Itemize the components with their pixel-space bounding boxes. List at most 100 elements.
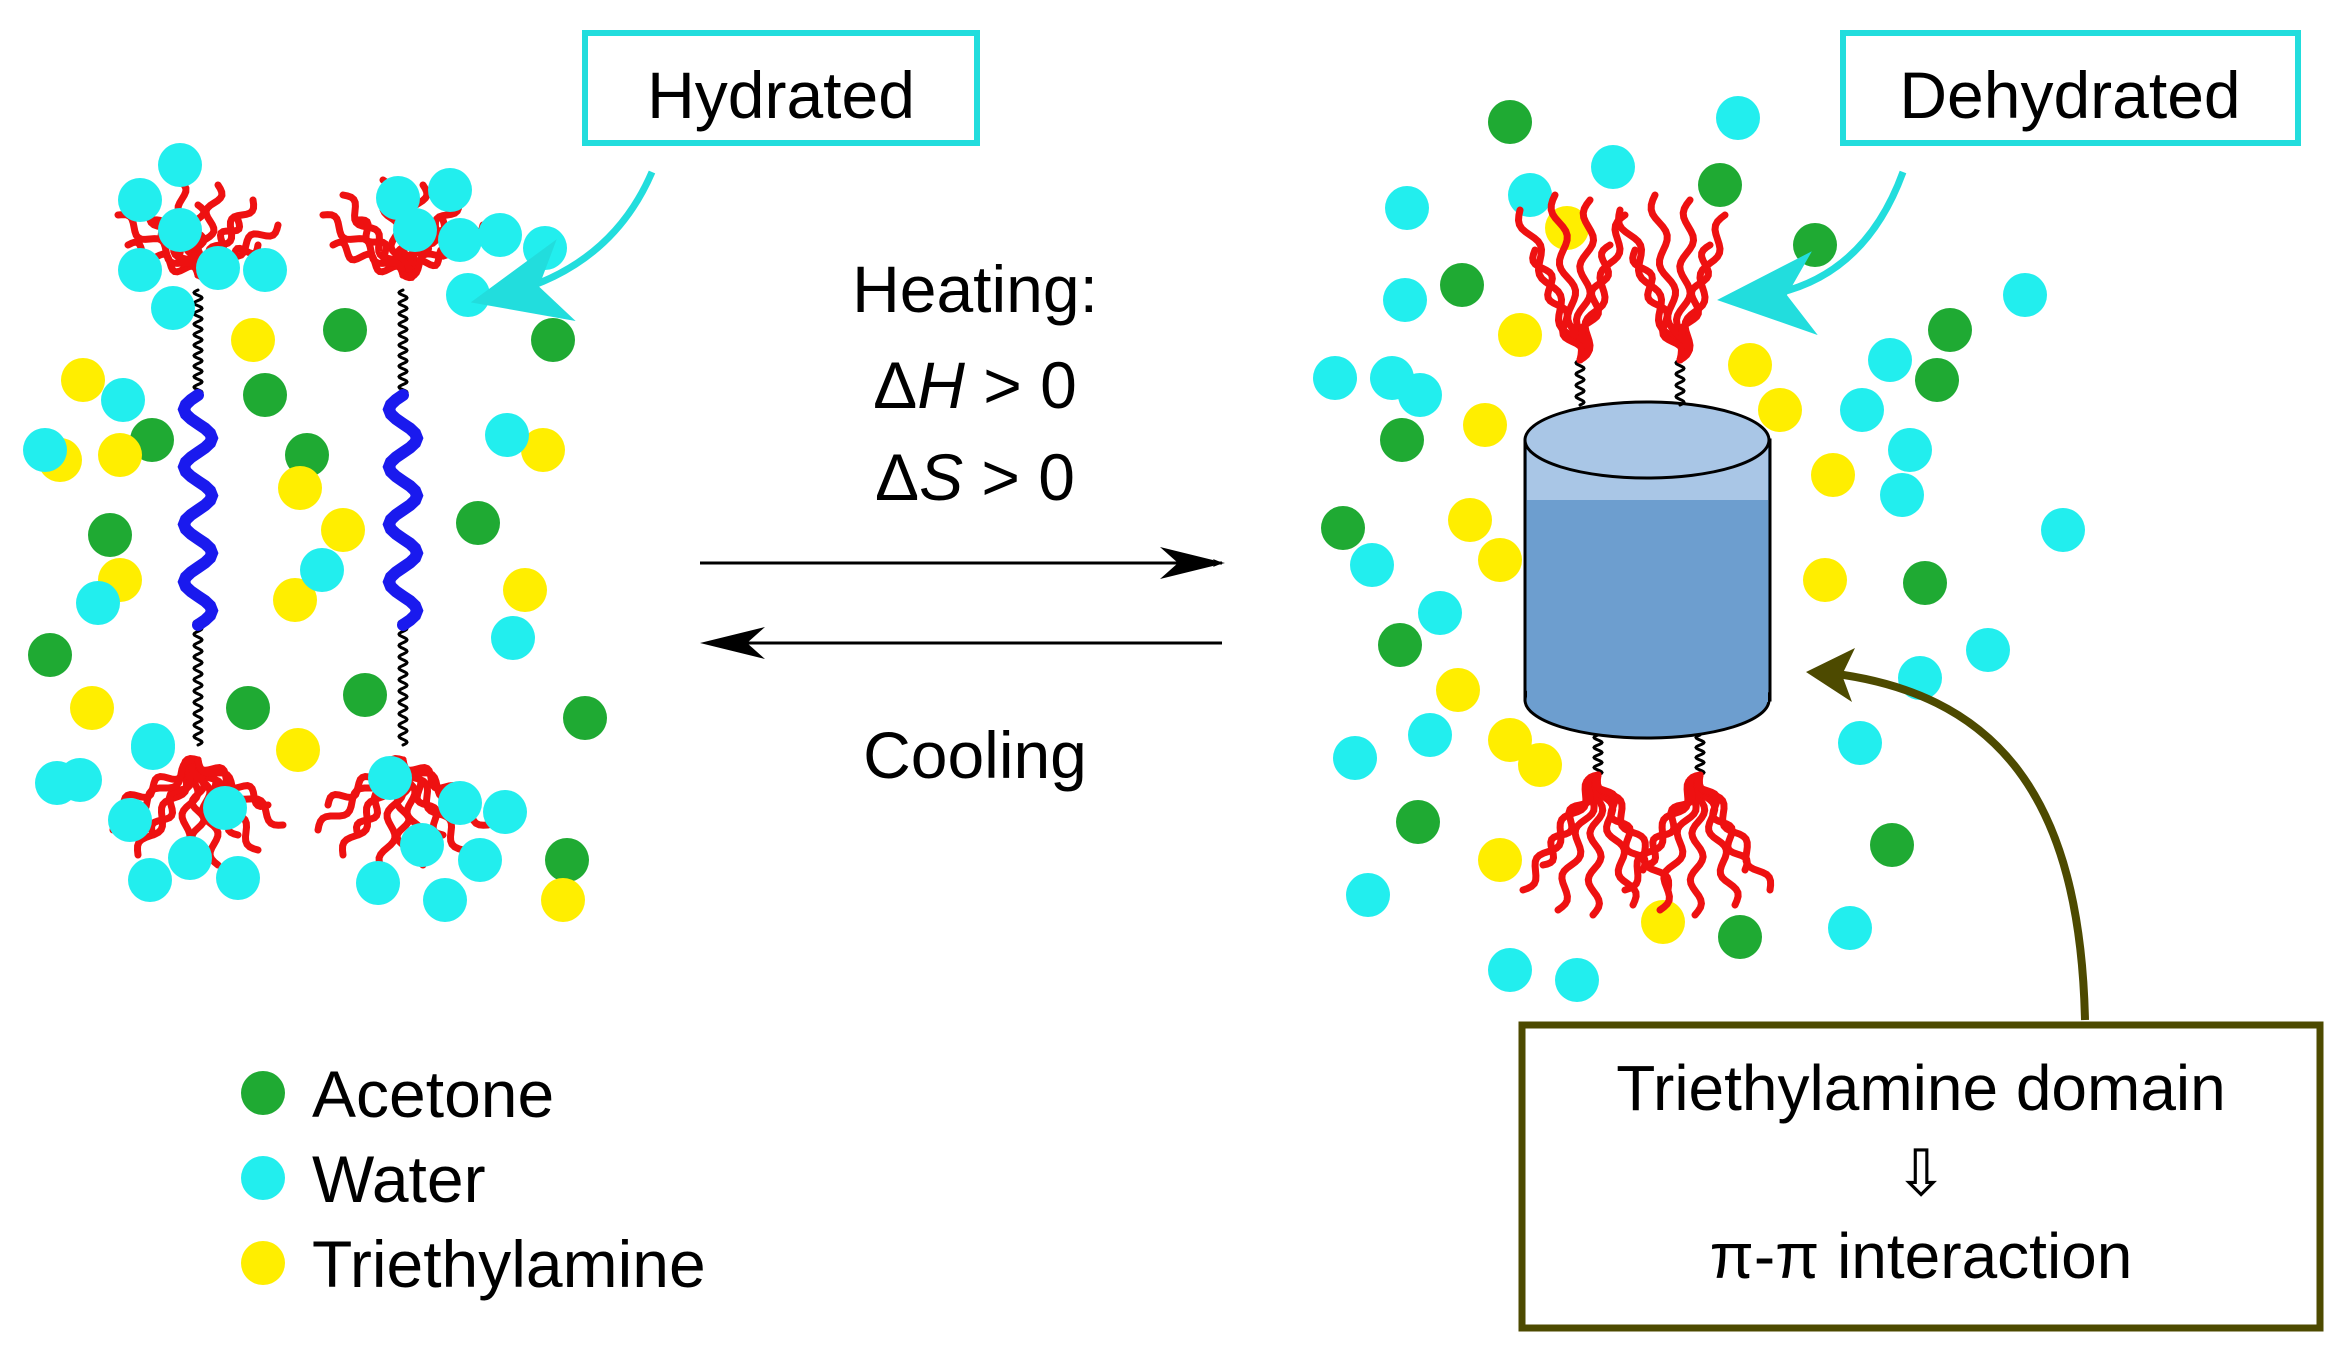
acetone-molecule (563, 696, 607, 740)
domain-pointer-arrow (1819, 668, 2089, 1021)
dehydrated-red-chains-top (1514, 191, 1729, 407)
water-molecule (1488, 948, 1532, 992)
water-molecule (196, 246, 240, 290)
triethylamine-molecule (521, 428, 565, 472)
red-chain (1539, 771, 1602, 869)
water-molecule (428, 168, 472, 212)
red-chain (188, 756, 208, 849)
red-chain (1629, 246, 1686, 364)
water-molecule (2041, 508, 2085, 552)
water-molecule (243, 248, 287, 292)
cooling-label: Cooling (863, 718, 1087, 792)
triethylamine-molecule (1498, 313, 1542, 357)
triethylamine-molecule (1463, 403, 1507, 447)
water-molecule (523, 226, 567, 270)
linker-bottom (1592, 733, 1604, 777)
acetone-molecule (1698, 163, 1742, 207)
triethylamine-molecule (1641, 900, 1685, 944)
water-molecule (118, 248, 162, 292)
water-molecule (1408, 713, 1452, 757)
water-molecule (158, 143, 202, 187)
red-chain (1694, 771, 1751, 874)
water-molecule (1555, 958, 1599, 1002)
triethylamine-molecule (70, 686, 114, 730)
water-molecule (23, 428, 67, 472)
red-chain (1676, 211, 1729, 364)
triethylamine-molecule (1728, 343, 1772, 387)
water-molecule (216, 856, 260, 900)
acetone-molecule (1321, 506, 1365, 550)
red-chain (1693, 771, 1742, 909)
red-chain (1592, 771, 1649, 874)
triethylamine-molecule (273, 578, 317, 622)
acetone-molecule (1915, 358, 1959, 402)
triethylamine-molecule (1488, 718, 1532, 762)
water-molecule (393, 208, 437, 252)
acetone-molecule (545, 838, 589, 882)
water-molecule (76, 581, 120, 625)
acetone-molecule (1870, 823, 1914, 867)
red-chain (1547, 191, 1588, 364)
water-molecule (483, 790, 527, 834)
red-chain (1647, 191, 1688, 364)
water-molecule (438, 218, 482, 262)
triethylamine-molecule (541, 878, 585, 922)
triethylamine-molecule (1436, 668, 1480, 712)
water-molecule (356, 861, 400, 905)
acetone-molecule (1380, 418, 1424, 462)
linker-bottom (192, 618, 204, 747)
triethylamine-molecule (1803, 558, 1847, 602)
linker-bottom (397, 618, 409, 747)
water-molecule (1840, 388, 1884, 432)
domain-line1: Triethylamine domain (1616, 1052, 2225, 1124)
triethylamine-molecule (278, 466, 322, 510)
water-molecule (1828, 906, 1872, 950)
water-molecule (128, 858, 172, 902)
water-molecule (1880, 473, 1924, 517)
water-molecule (108, 798, 152, 842)
triethylamine-molecule (231, 318, 275, 362)
red-chain (147, 756, 202, 839)
legend: Acetone Water Triethylamine (241, 1057, 706, 1301)
water-molecule (368, 756, 412, 800)
water-molecule (101, 378, 145, 422)
water-molecule (1888, 428, 1932, 472)
red-chain (1576, 211, 1629, 364)
water-molecule (300, 548, 344, 592)
water-molecule (131, 723, 175, 767)
acetone-molecule (1928, 308, 1972, 352)
water-molecule (1868, 338, 1912, 382)
triethylamine-molecule (61, 358, 105, 402)
hydrated-pointer-arrow (470, 170, 656, 322)
red-chain (1584, 771, 1607, 919)
linker-top (1574, 358, 1586, 407)
water-molecule (491, 616, 535, 660)
hydrated-box (582, 30, 980, 146)
acetone-molecule (1378, 623, 1422, 667)
linker-top (1674, 358, 1686, 407)
acetone-molecule (323, 308, 367, 352)
acetone-molecule (456, 501, 500, 545)
dehydrated-label: Dehydrated (1899, 58, 2240, 132)
legend-acetone-marker (241, 1071, 285, 1115)
domain-pointer-arrowhead (1806, 648, 1855, 702)
linker-bottom (1694, 733, 1706, 777)
acetone-molecule (1903, 561, 1947, 605)
water-molecule (2003, 273, 2047, 317)
water-molecule (1418, 591, 1462, 635)
water-molecule (423, 878, 467, 922)
pi-backbone (382, 389, 424, 631)
domain-line3: π-π interaction (1710, 1220, 2133, 1292)
red-chain (319, 211, 407, 279)
delta-s-label: ΔS > 0 (875, 440, 1075, 514)
acetone-molecule (243, 373, 287, 417)
arrow-left-head (700, 627, 765, 659)
water-molecule (446, 273, 490, 317)
water-molecule (400, 823, 444, 867)
triethylamine-molecule (1478, 538, 1522, 582)
acetone-molecule (531, 318, 575, 362)
water-molecule (1838, 721, 1882, 765)
linker-top (192, 288, 204, 397)
red-chain (1686, 771, 1709, 919)
